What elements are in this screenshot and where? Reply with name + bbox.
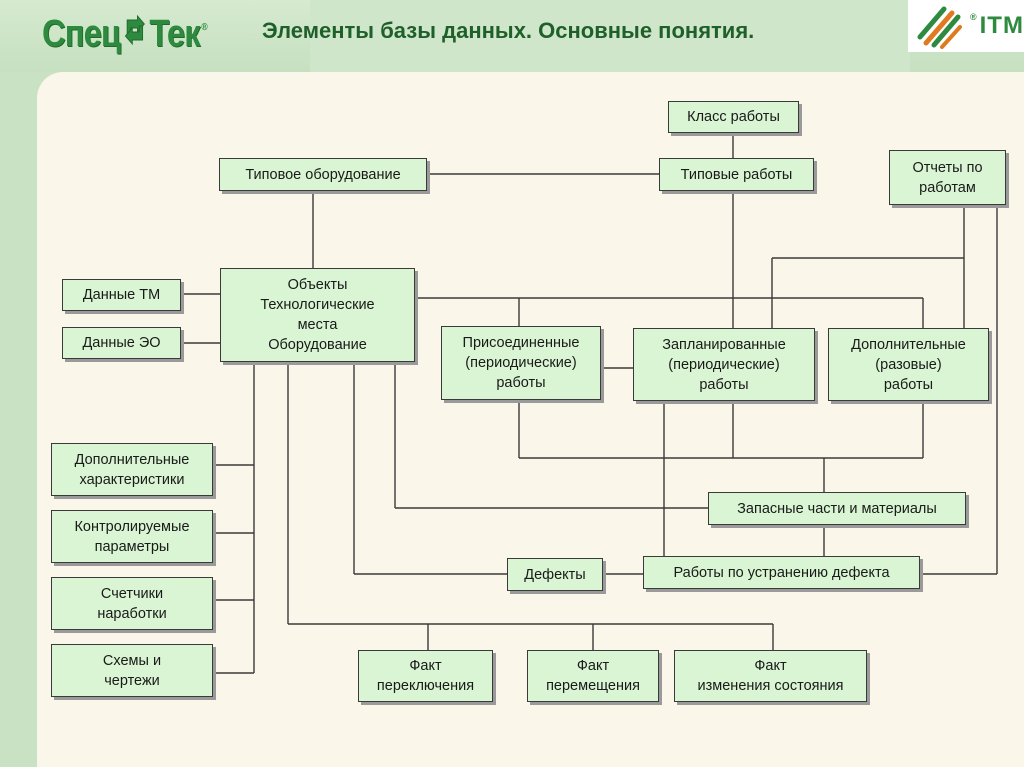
node-shemy-i-chertezhi: Схемы и чертежи [51,644,213,697]
node-dannye-tm: Данные ТМ [62,279,181,311]
spectek-logo-text-b: Тек [149,12,200,55]
itm-logo-box [908,0,1024,52]
itm-logo-label: ITM [979,12,1024,39]
header-band [310,0,910,72]
node-klass-raboty: Класс работы [668,101,799,133]
page-title: Элементы базы данных. Основные понятия. [262,18,755,43]
node-zapasnye-chasti: Запасные части и материалы [708,492,966,525]
node-defekty: Дефекты [507,558,603,591]
node-fakt-pereklyucheniya: Факт переключения [358,650,493,702]
node-dop-harakteristiki: Дополнительные характеристики [51,443,213,496]
node-otchety-po-rabotam: Отчеты по работам [889,150,1006,205]
node-prisoedinennye-raboty: Присоединенные (периодические) работы [441,326,601,400]
node-dannye-eo: Данные ЭО [62,327,181,359]
node-kontroliruemye-parametry: Контролируемые параметры [51,510,213,563]
node-schetchiki-narabotki: Счетчики наработки [51,577,213,630]
spectek-logo-icon [124,13,146,56]
itm-registered-mark: ® [970,12,978,22]
spectek-registered-mark: ® [201,22,207,33]
node-zaplanirovannye-raboty: Запланированные (периодические) работы [633,328,815,401]
spectek-logo-text-a: Спец [42,12,121,55]
node-fakt-izmeneniya-sostoyaniya: Факт изменения состояния [674,650,867,702]
spectek-logo: Спец Тек ® [42,12,208,56]
node-tipovye-raboty: Типовые работы [659,158,814,191]
node-fakt-peremeshcheniya: Факт перемещения [527,650,659,702]
node-raboty-po-ustraneniyu: Работы по устранению дефекта [643,556,920,589]
node-obekty-oborudovanie: Объекты Технологические места Оборудован… [220,268,415,362]
node-dopolnitelnye-razovye-raboty: Дополнительные (разовые) работы [828,328,989,401]
node-tipovoe-oborudovanie: Типовое оборудование [219,158,427,191]
itm-logo-text: ®ITM [970,12,1024,40]
itm-logo-icon [917,6,962,49]
header-bar: Спец Тек ® Элементы базы данных. Основны… [0,0,1024,72]
